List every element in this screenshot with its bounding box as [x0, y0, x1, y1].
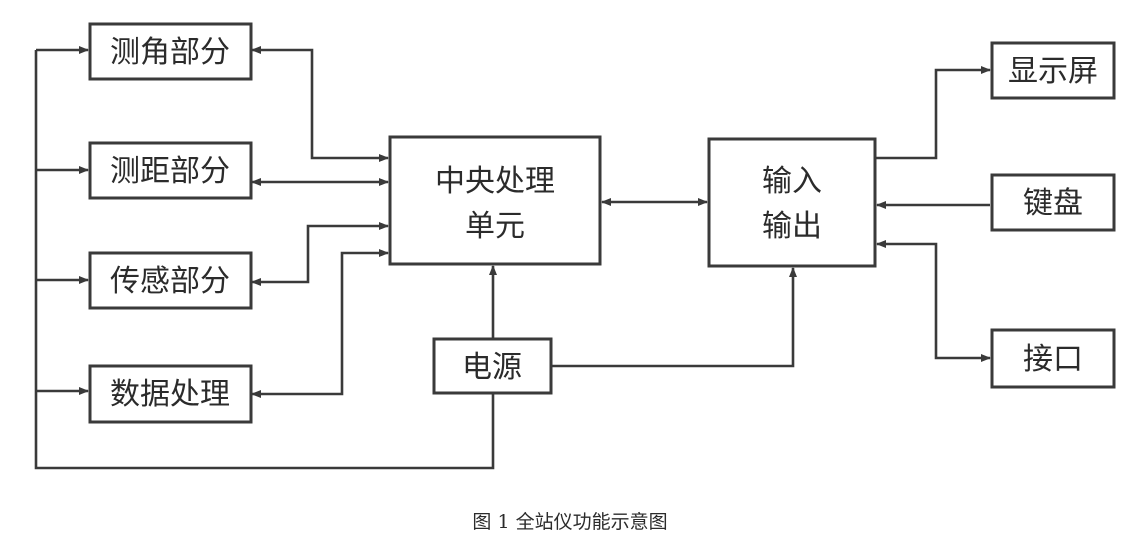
node-port: 接口	[990, 328, 1116, 389]
node-keyboard: 键盘	[990, 173, 1116, 232]
node-io: 输入 输出	[707, 137, 877, 268]
node-dataproc-label: 数据处理	[110, 377, 230, 412]
connectors	[34, 46, 991, 470]
node-io-label-line1: 输入	[762, 164, 822, 199]
node-dataproc: 数据处理	[88, 364, 253, 424]
node-keyboard-label: 键盘	[1023, 186, 1083, 221]
arrow-io-display	[875, 66, 991, 160]
node-cpu-label-line1: 中央处理	[435, 164, 555, 199]
node-distance-label: 测距部分	[110, 154, 230, 189]
arrow-dataproc-cpu	[251, 249, 389, 398]
node-distance: 测距部分	[88, 141, 253, 200]
node-port-label: 接口	[1023, 342, 1083, 377]
node-sensor: 传感部分	[88, 251, 253, 310]
node-power: 电源	[432, 337, 553, 395]
node-angle-label: 测角部分	[110, 35, 230, 70]
node-cpu-label-line2: 单元	[465, 209, 525, 244]
arrow-angle-cpu	[251, 46, 389, 162]
arrow-power-io	[552, 267, 797, 368]
node-display: 显示屏	[990, 41, 1116, 100]
node-sensor-label: 传感部分	[110, 264, 230, 299]
figure-caption: 图 1 全站仪功能示意图	[472, 511, 667, 533]
node-display-label: 显示屏	[1008, 54, 1098, 89]
power-bus-line	[34, 50, 495, 470]
node-angle: 测角部分	[88, 22, 253, 81]
node-io-label-line2: 输出	[762, 209, 822, 244]
node-power-label: 电源	[462, 350, 522, 385]
node-cpu: 中央处理 单元	[388, 135, 602, 266]
arrow-io-port	[876, 240, 991, 362]
